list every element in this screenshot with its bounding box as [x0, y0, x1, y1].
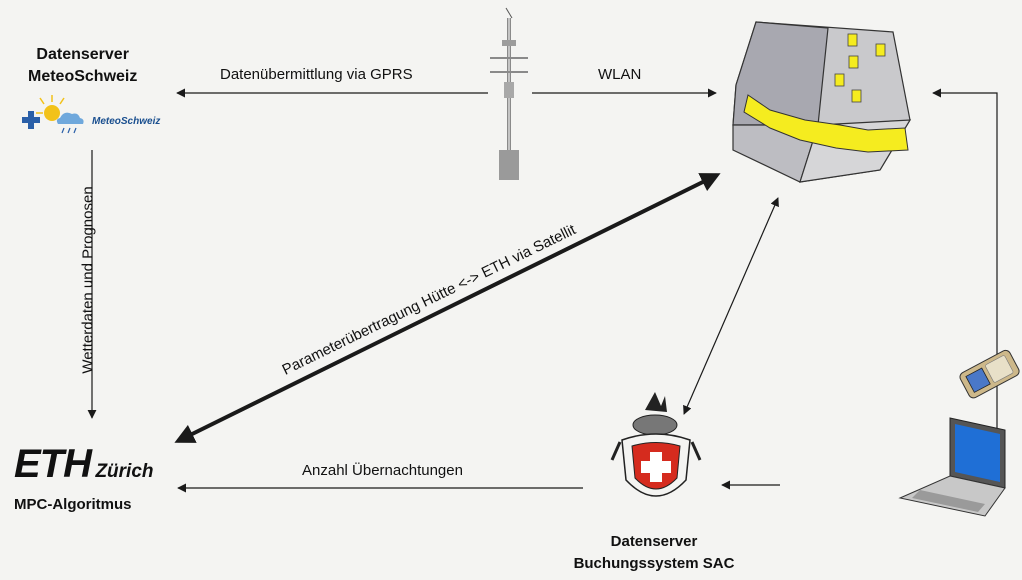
- sac-emblem-icon: [610, 392, 702, 497]
- meteo-logo-text: MeteoSchweiz: [92, 116, 161, 127]
- arrow-clients-hut: [932, 88, 998, 435]
- meteoschweiz-logo-icon: [22, 95, 84, 134]
- eth-logo-city: Zürich: [95, 461, 154, 482]
- laptop-icon: [898, 417, 1006, 517]
- sac-title-line2: Buchungssystem SAC: [573, 555, 735, 572]
- arrow-hut-sac: [683, 197, 779, 415]
- mobile-phone-icon: [959, 349, 1020, 399]
- sac-title-line1: Datenserver: [610, 533, 698, 550]
- eth-logo-word: ETH: [14, 442, 92, 486]
- sac-node-title: Datenserver Buchungssystem SAC: [564, 531, 744, 575]
- mountain-hut-icon: [732, 21, 912, 183]
- meteo-title-line1: Datenserver: [36, 46, 129, 63]
- edge-label-wlan: WLAN: [598, 66, 642, 83]
- weather-mast-icon: [490, 7, 528, 180]
- edge-label-forecast: Wetterdaten und Prognosen: [79, 186, 97, 374]
- edge-label-gprs: Datenübermittlung via GPRS: [220, 66, 413, 83]
- eth-logo: ETH Zürich: [14, 444, 154, 484]
- meteo-node-title: Datenserver MeteoSchweiz: [28, 44, 137, 88]
- meteo-title-line2: MeteoSchweiz: [28, 68, 138, 85]
- edge-label-overnight: Anzahl Übernachtungen: [302, 462, 463, 479]
- arrow-satellite: [174, 173, 721, 443]
- eth-subtitle: MPC-Algoritmus: [14, 496, 132, 513]
